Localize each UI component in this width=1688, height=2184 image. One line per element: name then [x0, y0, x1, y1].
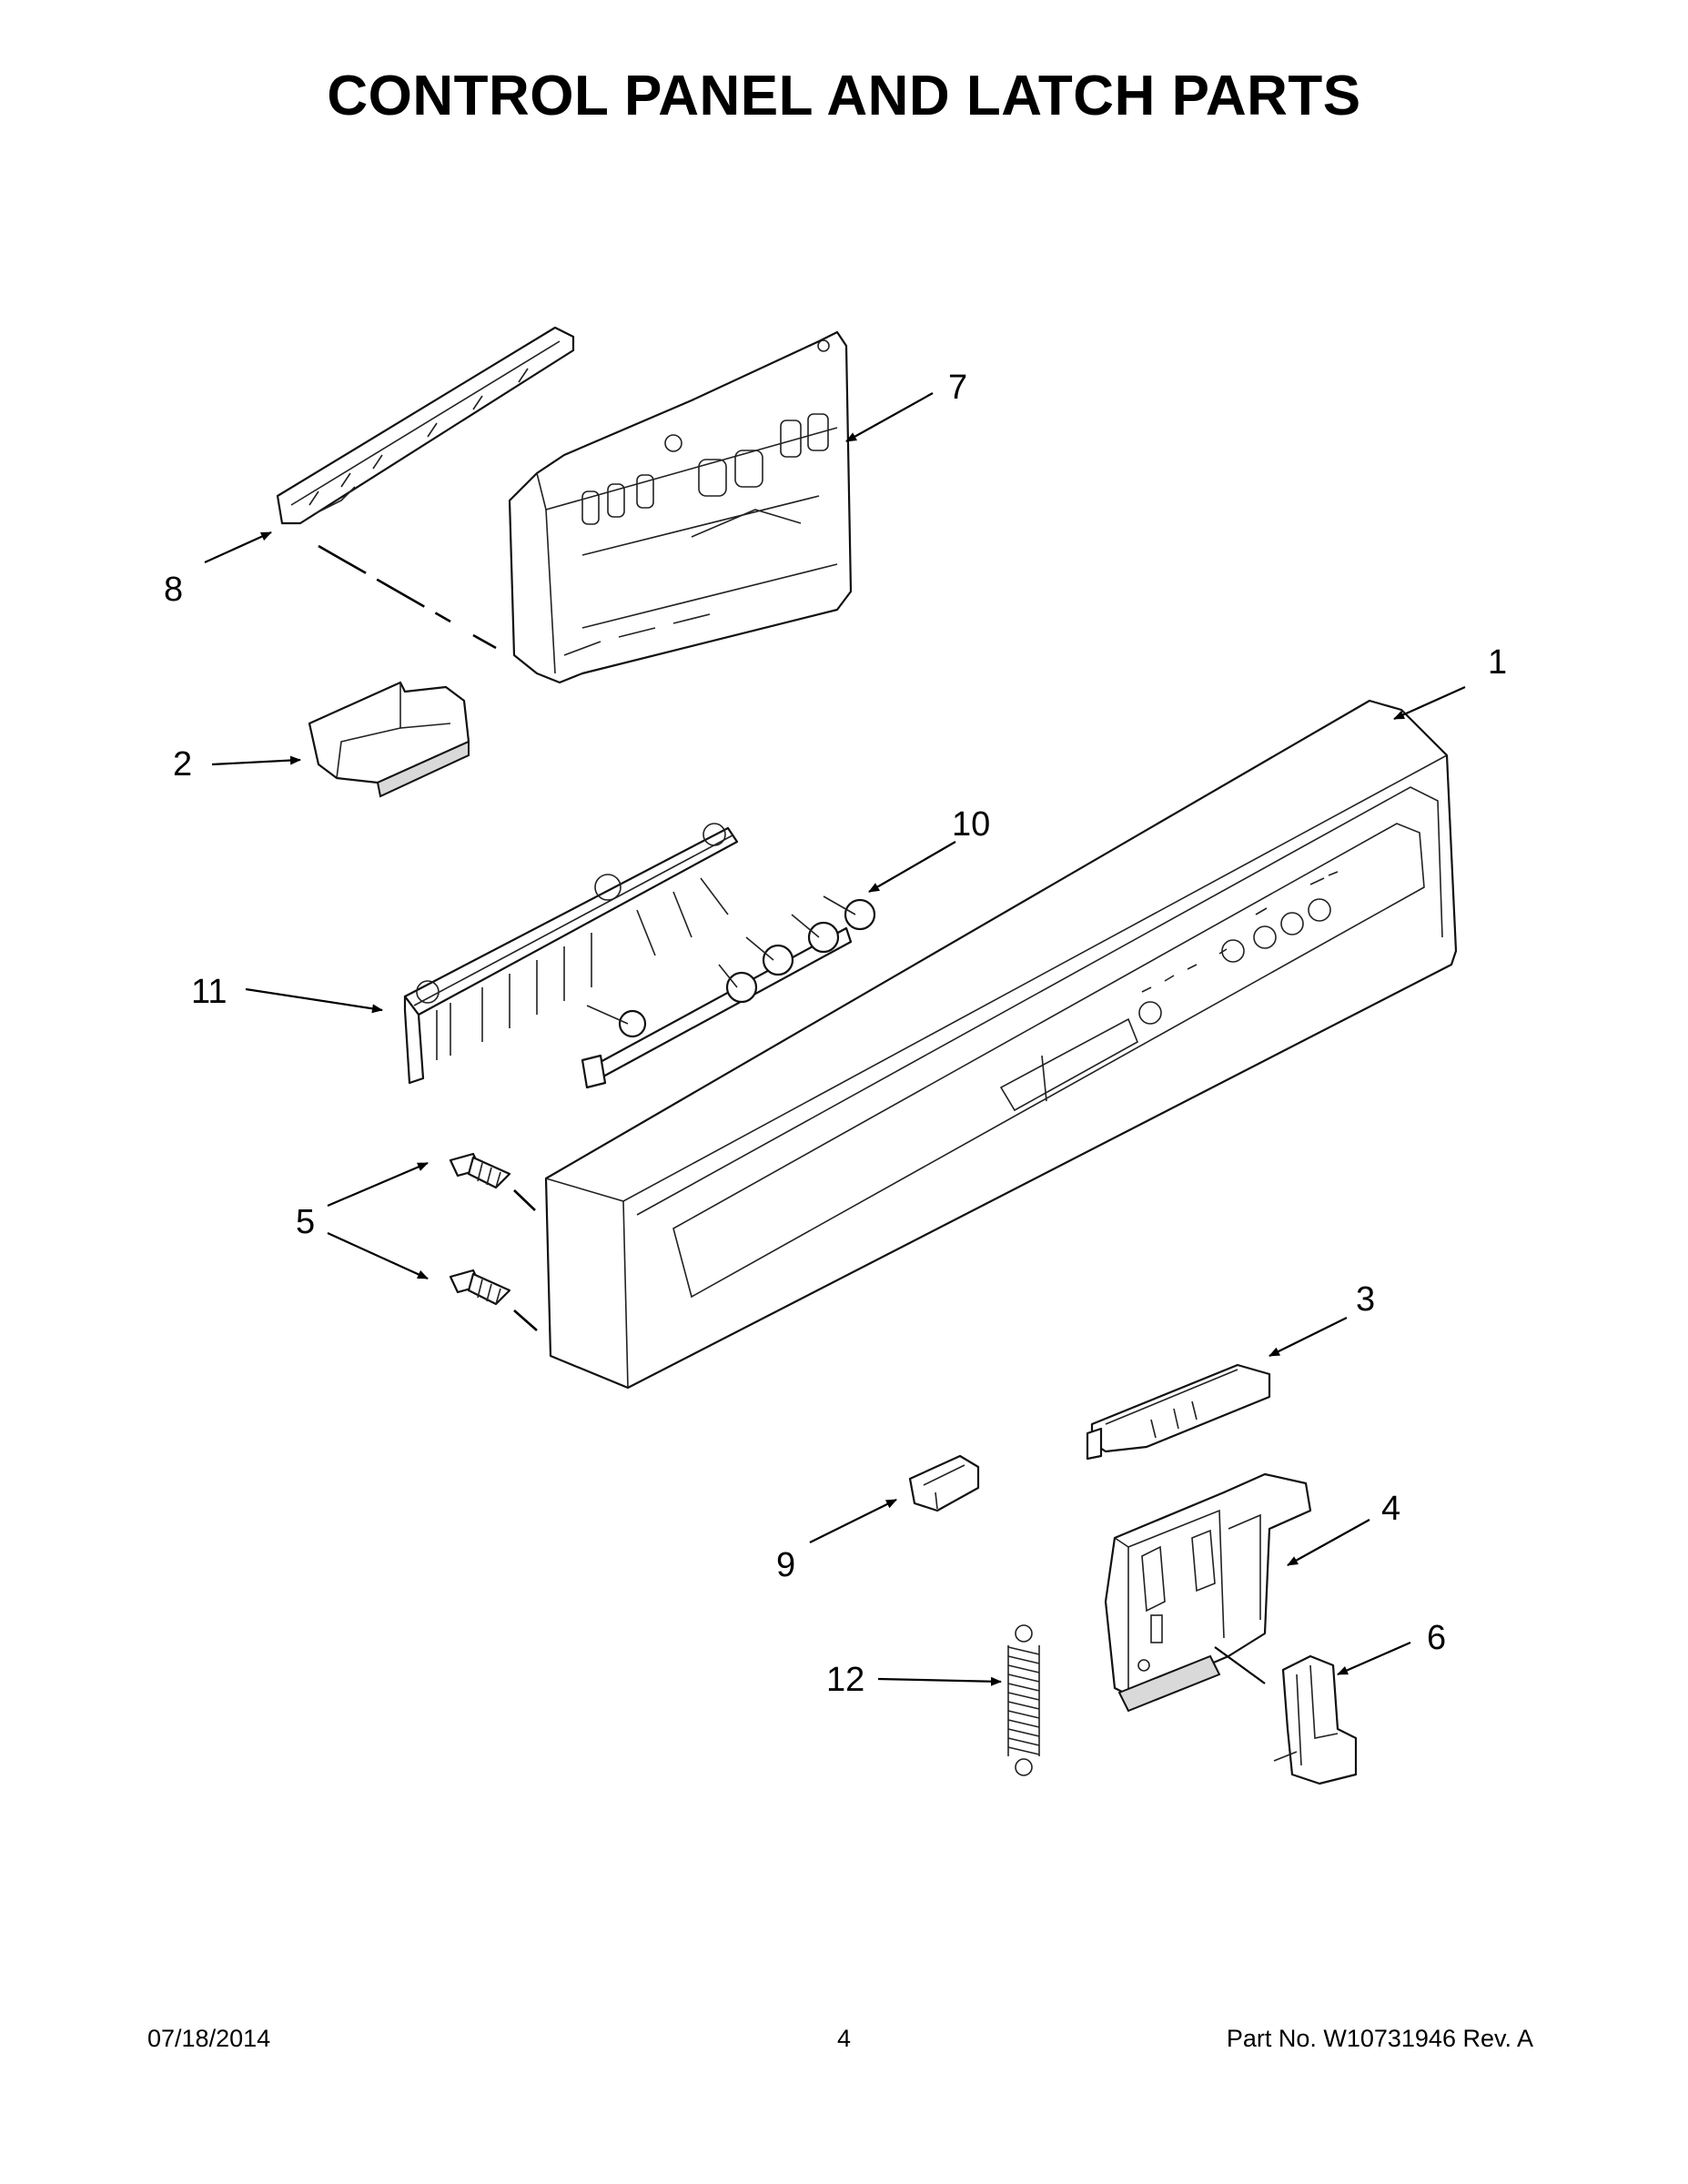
footer-page-number: 4: [836, 2025, 852, 2052]
callout-5: 5: [296, 1203, 315, 1241]
callout-11: 11: [191, 973, 227, 1011]
callout-12: 12: [826, 1661, 864, 1699]
callout-3: 3: [1356, 1280, 1375, 1319]
leader-10: [868, 841, 956, 893]
leader-5a: [327, 1161, 429, 1208]
callout-8: 8: [164, 571, 183, 609]
leader-11: [245, 987, 383, 1014]
callout-7: 7: [948, 369, 967, 407]
leader-5b: [327, 1231, 429, 1280]
part-1-control-panel: [544, 699, 1458, 1390]
assembly-line-8-7-end: [472, 633, 497, 650]
leader-arrows: [204, 392, 1466, 1686]
leader-12: [877, 1676, 1002, 1686]
part-2-bracket: [308, 681, 470, 798]
footer-part-number: Part No. W10731946 Rev. A: [1226, 2025, 1533, 2052]
callout-1: 1: [1488, 643, 1507, 682]
assembly-line-8-7: [318, 544, 451, 623]
part-6-clip: [1273, 1654, 1358, 1785]
page-title: CONTROL PANEL AND LATCH PARTS: [327, 65, 1361, 127]
leader-9: [809, 1499, 897, 1543]
part-8-rail: [276, 326, 575, 525]
callout-10: 10: [952, 805, 990, 844]
part-9-switch: [908, 1454, 980, 1512]
assembly-line-screw-upper: [513, 1189, 536, 1211]
leader-2: [211, 755, 301, 766]
callout-6: 6: [1427, 1619, 1446, 1657]
footer-date: 07/18/2014: [147, 2025, 271, 2052]
assembly-line-screw-lower: [513, 1309, 538, 1331]
leader-3: [1269, 1317, 1348, 1357]
part-4-latch-assembly: [1104, 1472, 1312, 1713]
callout-9: 9: [776, 1546, 795, 1584]
leader-6: [1337, 1641, 1411, 1676]
callout-4: 4: [1381, 1490, 1400, 1528]
part-11-button-carrier: [403, 823, 876, 1089]
part-5-screw-upper: [449, 1152, 511, 1189]
part-12-spring: [1007, 1624, 1040, 1776]
part-3-latch-handle: [1086, 1363, 1271, 1461]
leader-1: [1393, 685, 1466, 721]
callout-2: 2: [173, 745, 192, 784]
part-7-control-board: [508, 330, 853, 684]
leader-8: [204, 531, 272, 564]
assembly-line-4-6: [1214, 1646, 1266, 1684]
part-5-screw-lower: [449, 1269, 511, 1306]
leader-4: [1287, 1519, 1370, 1566]
leader-7: [845, 392, 934, 442]
